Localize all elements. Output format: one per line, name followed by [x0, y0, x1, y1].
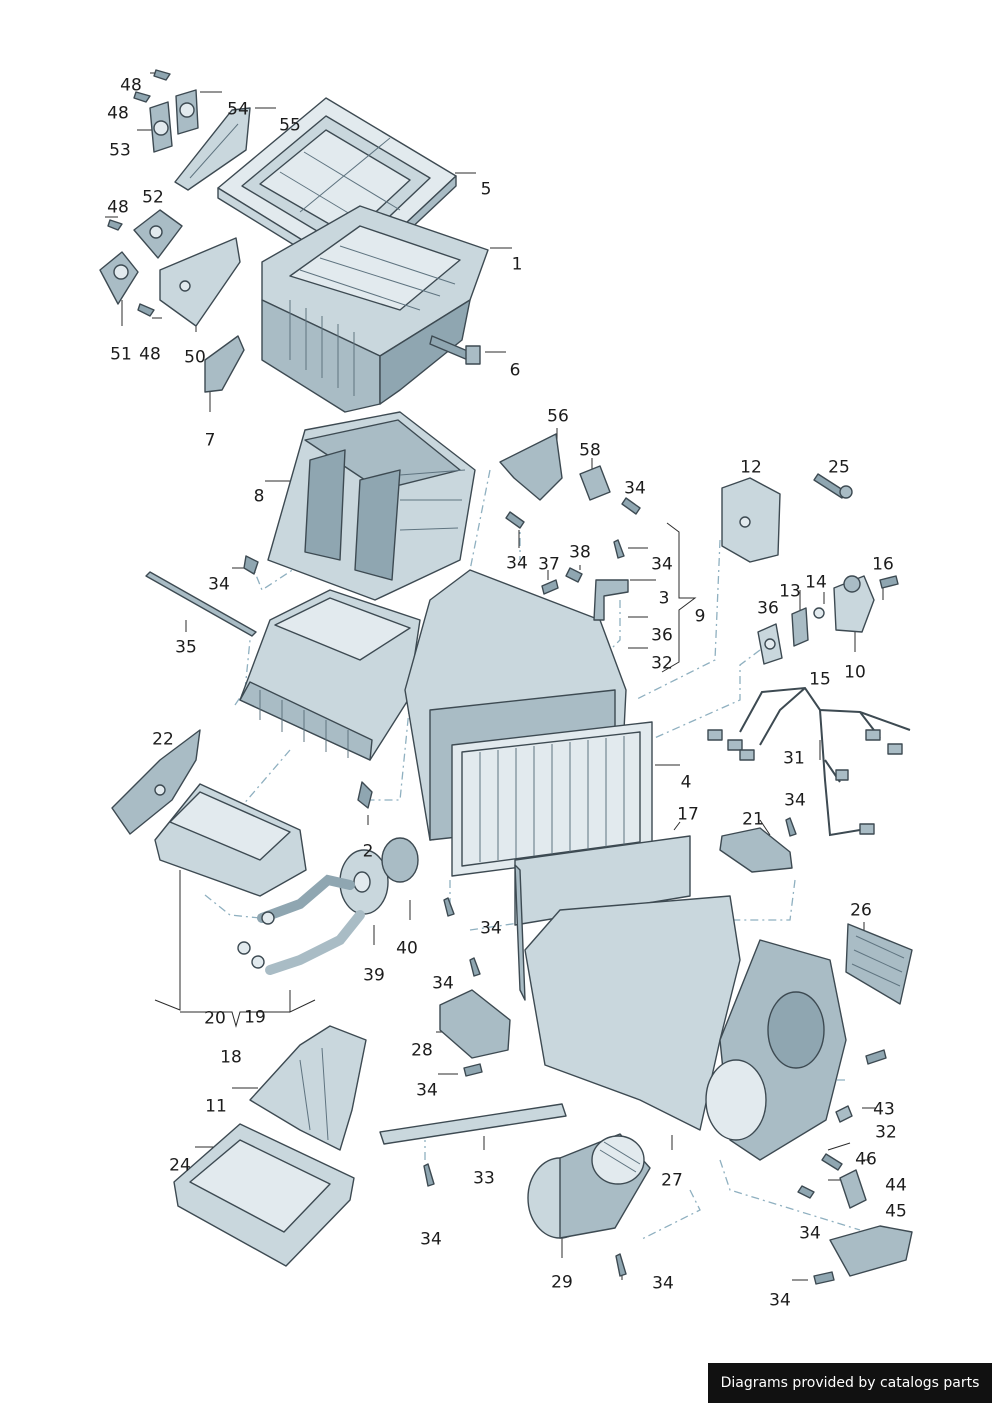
- callout-48: 48: [120, 75, 142, 96]
- callout-32: 32: [875, 1122, 897, 1143]
- callout-38: 38: [569, 542, 591, 563]
- callout-54: 54: [227, 99, 249, 120]
- callout-15: 15: [809, 669, 831, 690]
- callout-45: 45: [885, 1201, 907, 1222]
- part-11-18-ducts: [249, 1025, 367, 1151]
- part-24-tray: [173, 1123, 355, 1267]
- callout-51: 51: [110, 344, 132, 365]
- parts-13-14-36-seals: [757, 607, 825, 665]
- callout-50: 50: [184, 347, 206, 368]
- parts-50-51-52-actuators: [99, 209, 245, 393]
- callout-16: 16: [872, 554, 894, 575]
- part-10-expansion-valve: [833, 575, 875, 633]
- callout-12: 12: [740, 457, 762, 478]
- callout-34: 34: [480, 918, 502, 939]
- callout-48: 48: [139, 344, 161, 365]
- callout-4: 4: [680, 772, 692, 793]
- part-22-flap: [111, 729, 201, 835]
- part-lower-case: [145, 571, 421, 761]
- callout-43: 43: [873, 1099, 895, 1120]
- part-2-heater-core: [154, 783, 307, 897]
- callout-3: 3: [658, 588, 670, 609]
- part-25-bolt: [813, 473, 853, 499]
- callout-21: 21: [742, 809, 764, 830]
- callout-32: 32: [651, 653, 673, 674]
- part-9-4-main-housing: [404, 569, 653, 877]
- callout-26: 26: [850, 900, 872, 921]
- part-12-cover: [721, 477, 781, 563]
- callout-19: 19: [244, 1007, 266, 1028]
- part-27-blower-housing: [524, 895, 847, 1161]
- part-31-wiring-harness: [707, 686, 911, 837]
- callout-24: 24: [169, 1155, 191, 1176]
- callout-48: 48: [107, 103, 129, 124]
- callout-34: 34: [506, 553, 528, 574]
- callout-34: 34: [652, 1273, 674, 1294]
- callout-29: 29: [551, 1272, 573, 1293]
- callout-36: 36: [757, 598, 779, 619]
- callout-34: 34: [769, 1290, 791, 1311]
- parts-39-40-seals: [339, 837, 419, 915]
- callout-37: 37: [538, 554, 560, 575]
- callout-53: 53: [109, 140, 131, 161]
- credit-footer: Diagrams provided by catalogs parts: [708, 1363, 992, 1403]
- callout-34: 34: [432, 973, 454, 994]
- callout-44: 44: [885, 1175, 907, 1196]
- callout-27: 27: [661, 1170, 683, 1191]
- callout-34: 34: [784, 790, 806, 811]
- callout-8: 8: [253, 486, 265, 507]
- callout-9: 9: [694, 606, 706, 627]
- callout-58: 58: [579, 440, 601, 461]
- part-1-upper-housing: [261, 205, 489, 413]
- part-28-module: [439, 989, 511, 1059]
- callout-22: 22: [152, 729, 174, 750]
- callout-2: 2: [362, 841, 374, 862]
- callout-18: 18: [220, 1047, 242, 1068]
- callout-56: 56: [547, 406, 569, 427]
- callout-34: 34: [416, 1080, 438, 1101]
- callout-14: 14: [805, 572, 827, 593]
- callout-20: 20: [204, 1008, 226, 1029]
- callout-13: 13: [779, 581, 801, 602]
- callout-40: 40: [396, 938, 418, 959]
- callout-34: 34: [624, 478, 646, 499]
- callout-34: 34: [799, 1223, 821, 1244]
- parts-53-54-actuators: [133, 69, 251, 191]
- callout-46: 46: [855, 1149, 877, 1170]
- part-8-evaporator-housing: [267, 411, 476, 601]
- label-leader-lines: [105, 72, 884, 1281]
- callout-55: 55: [279, 115, 301, 136]
- callout-34: 34: [420, 1229, 442, 1250]
- screws-34: [243, 433, 899, 1285]
- callout-28: 28: [411, 1040, 433, 1061]
- callout-10: 10: [844, 662, 866, 683]
- callout-34: 34: [651, 554, 673, 575]
- callout-6: 6: [509, 360, 521, 381]
- part-29-blower-motor: [527, 1133, 651, 1239]
- part-21-resistor: [719, 827, 793, 873]
- parts-43-44-45-46-brackets: [797, 1105, 913, 1277]
- callout-25: 25: [828, 457, 850, 478]
- heater-pipes: [237, 874, 365, 975]
- part-26-grille: [845, 923, 913, 1005]
- callout-11: 11: [205, 1096, 227, 1117]
- callout-39: 39: [363, 965, 385, 986]
- part-33-seal-strip: [379, 1103, 567, 1145]
- callout-34: 34: [208, 574, 230, 595]
- callout-17: 17: [677, 804, 699, 825]
- part-6-sensor: [429, 335, 481, 365]
- callout-33: 33: [473, 1168, 495, 1189]
- callout-7: 7: [204, 430, 216, 451]
- callout-31: 31: [783, 748, 805, 769]
- callout-5: 5: [480, 179, 492, 200]
- callout-35: 35: [175, 637, 197, 658]
- callout-36: 36: [651, 625, 673, 646]
- callout-52: 52: [142, 187, 164, 208]
- callout-48: 48: [107, 197, 129, 218]
- callout-1: 1: [511, 254, 523, 275]
